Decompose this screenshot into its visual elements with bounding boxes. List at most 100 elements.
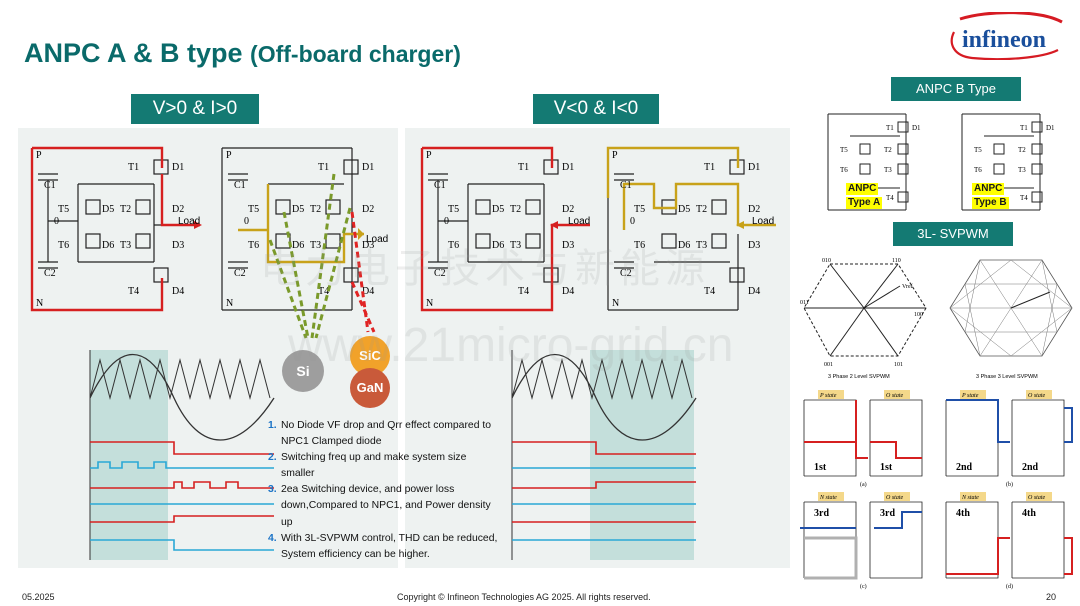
list-item-text: Switching freq up and make system size s…: [281, 452, 467, 480]
mini-t6-label: T6: [974, 166, 982, 174]
page-title: ANPC A & B type (Off-board charger): [24, 38, 461, 69]
node-n-label: N: [426, 298, 433, 309]
watermark-url: www.21micro-grid.cn: [288, 319, 734, 372]
order-tag: 4th: [1022, 508, 1036, 519]
diode-d6-label: D6: [492, 240, 504, 251]
switch-t3-label: T3: [310, 240, 321, 251]
mini-t3-label: T3: [884, 166, 892, 174]
node-zero-label: 0: [444, 216, 449, 227]
switch-t5-label: T5: [58, 204, 69, 215]
sub-caption: (b): [1006, 481, 1013, 488]
switch-t2-label: T2: [696, 204, 707, 215]
node-p-label: P: [426, 150, 432, 161]
cap-c1-label: C1: [434, 180, 446, 191]
switch-t5-label: T5: [634, 204, 645, 215]
cap-c1-label: C1: [44, 180, 56, 191]
state-tag: N state: [961, 495, 979, 501]
title-suffix: (Off-board charger): [250, 41, 461, 67]
switch-t5-label: T5: [248, 204, 259, 215]
mini-t1-label: T1: [1020, 124, 1028, 132]
type-a-highlight-line2: Type A: [846, 197, 883, 209]
vector-vref-label: Vref: [902, 283, 913, 290]
circuit-positive-gold: P N 0 C1 C2 T1 D1 T5 D5 T2 D2 T6 D6 T3 D…: [221, 147, 388, 311]
switch-t1-label: T1: [518, 162, 529, 173]
order-tag: 1st: [814, 462, 827, 473]
order-tag: 2nd: [956, 462, 973, 473]
mini-t2-label: T2: [1018, 146, 1026, 154]
diode-d4-label: D4: [562, 286, 574, 297]
condition-negative-label: V<0 & I<0: [533, 94, 659, 124]
page-number: 20: [1046, 592, 1057, 602]
diode-d2-label: D2: [172, 204, 184, 215]
node-p-label: P: [226, 150, 232, 161]
diode-d2-label: D2: [562, 204, 574, 215]
switch-t1-label: T1: [704, 162, 715, 173]
mini-circuit-type-a: T1 D1 T5 T2 T6 T3 T4: [827, 113, 921, 211]
load-label: Load: [568, 216, 590, 227]
mini-d1-label: D1: [912, 124, 921, 132]
list-item: 3.2ea Switching device, and power loss d…: [268, 482, 498, 530]
watermark-cn: 电力电子技术与新能源: [260, 247, 710, 291]
anpc-b-type-label: ANPC B Type: [891, 77, 1021, 101]
vector-110-label: 110: [892, 258, 901, 264]
hex2-caption: 3 Phase 2 Level SVPWM: [828, 374, 890, 380]
node-zero-label: 0: [244, 216, 249, 227]
diode-d4-label: D4: [362, 286, 374, 297]
type-a-highlight-line1: ANPC: [846, 183, 879, 195]
switch-t5-label: T5: [448, 204, 459, 215]
list-item-number: 4.: [268, 532, 277, 544]
node-n-label: N: [612, 298, 619, 309]
cap-c2-label: C2: [44, 268, 56, 279]
vector-100-label: 100: [914, 312, 923, 318]
load-label: Load: [752, 216, 774, 227]
state-cell-c1: N state 3rd: [800, 492, 858, 580]
waveform-negative: [511, 350, 697, 560]
cap-c2-label: C2: [434, 268, 446, 279]
cap-c1-label: C1: [234, 180, 246, 191]
vector-101-label: 101: [894, 362, 903, 368]
hex3-caption: 3 Phase 3 Level SVPWM: [976, 374, 1038, 380]
vector-010-label: 010: [822, 258, 831, 264]
diode-d3-label: D3: [562, 240, 574, 251]
diode-d6-label: D6: [678, 240, 690, 251]
benefit-list: 1.No Diode VF drop and Qrr effect compar…: [268, 418, 498, 563]
order-tag: 1st: [880, 462, 893, 473]
state-cell-c2: O state 3rd: [869, 492, 923, 579]
state-cell-a2: O state 1st: [869, 390, 923, 477]
device-si-bubble: Si: [282, 350, 324, 392]
switch-t2-label: T2: [510, 204, 521, 215]
diode-d5-label: D5: [292, 204, 304, 215]
waveform-positive: [89, 350, 275, 560]
mini-d1-label: D1: [1046, 124, 1055, 132]
node-zero-label: 0: [630, 216, 635, 227]
list-item-number: 3.: [268, 484, 277, 496]
diode-d1-label: D1: [562, 162, 574, 173]
mini-circuit-type-b: T1 D1 T5 T2 T6 T3 T4: [961, 113, 1055, 211]
switch-t3-label: T3: [696, 240, 707, 251]
list-item: 4. With 3L-SVPWM control, THD can be redu…: [268, 531, 498, 563]
mini-t3-label: T3: [1018, 166, 1026, 174]
list-item-text: With 3L-SVPWM control, THD can be reduce…: [281, 532, 498, 560]
node-zero-label: 0: [54, 216, 59, 227]
order-tag: 2nd: [1022, 462, 1039, 473]
switch-t1-label: T1: [318, 162, 329, 173]
state-tag: O state: [1028, 393, 1046, 399]
sub-caption: (a): [860, 481, 867, 488]
svpwm-label: 3L- SVPWM: [893, 222, 1013, 246]
node-n-label: N: [36, 298, 43, 309]
order-tag: 4th: [956, 508, 970, 519]
diode-d1-label: D1: [172, 162, 184, 173]
sub-caption: (c): [860, 583, 867, 590]
mini-t6-label: T6: [840, 166, 848, 174]
order-tag: 3rd: [880, 508, 895, 519]
load-label: Load: [178, 216, 200, 227]
state-cell-b1: P state 2nd: [945, 390, 1010, 477]
mini-t1-label: T1: [886, 124, 894, 132]
diode-d6-label: D6: [292, 240, 304, 251]
switch-t4-label: T4: [704, 286, 715, 297]
vector-011-label: 011: [800, 300, 809, 306]
footer-copyright: Copyright © Infineon Technologies AG 202…: [397, 592, 651, 602]
state-tag: O state: [886, 393, 904, 399]
diode-d4-label: D4: [748, 286, 760, 297]
device-pointer-arrows: [268, 173, 376, 339]
